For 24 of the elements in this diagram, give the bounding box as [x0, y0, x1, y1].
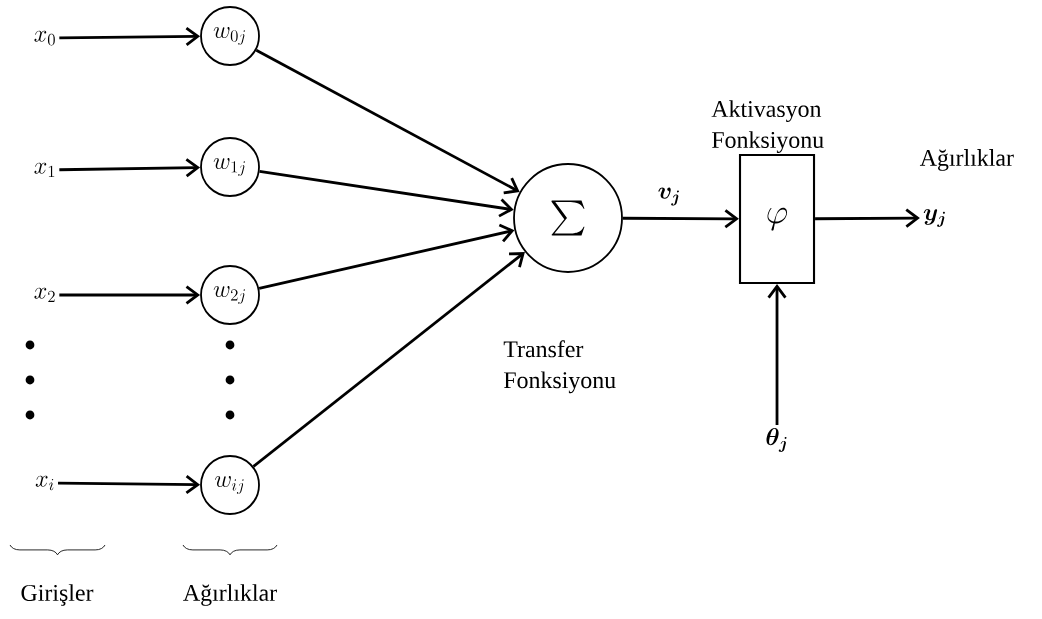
math-label: $\bm{\theta}_{\bm{j}}$	[766, 427, 787, 453]
math-label: $x_{1}$	[34, 162, 55, 178]
math-label: $x_{2}$	[34, 287, 55, 303]
arrow	[59, 26, 201, 46]
caption-text: Aktivasyon Fonksiyonu	[711, 100, 824, 153]
axis-caption: Girişler	[21, 584, 94, 606]
caption-text: Ağırlıklar	[919, 149, 1014, 171]
arrow	[59, 285, 201, 305]
axis-caption: Ağırlıklar	[183, 584, 277, 606]
arrow	[815, 208, 920, 228]
caption-text: Transfer Fonksiyonu	[503, 340, 616, 394]
arrow	[252, 252, 525, 468]
arrow	[255, 48, 520, 195]
edge-label: $\bm{v}_{\bm{j}}$	[658, 187, 679, 206]
math-label: $x_{i}$	[35, 475, 54, 491]
arrow	[59, 158, 201, 178]
arrow	[259, 170, 514, 218]
math-label: $x_{0}$	[34, 30, 55, 46]
arrow	[58, 474, 201, 495]
arrow	[767, 284, 787, 425]
arrow	[258, 223, 515, 290]
arrow	[622, 209, 739, 229]
math-label: $\bm{y}_{\bm{j}}$	[923, 208, 945, 227]
activation-box: $\varphi$	[738, 153, 816, 285]
